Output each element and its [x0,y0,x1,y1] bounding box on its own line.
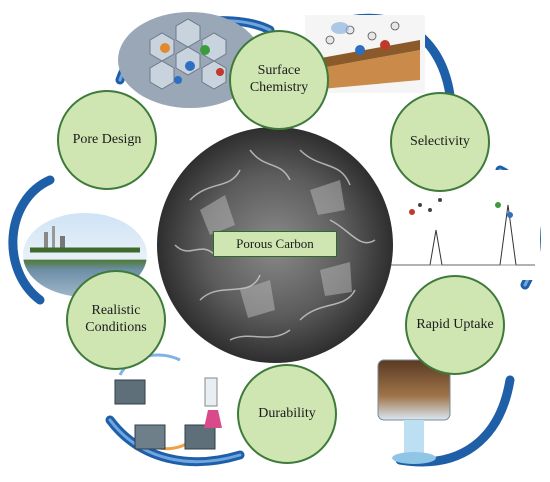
node-label: Selectivity [410,133,470,149]
node-label: Rapid Uptake [416,316,494,332]
node-rapid-uptake: Rapid Uptake [405,275,505,375]
arrow-highlight [108,418,242,464]
center-label-text: Porous Carbon [236,236,314,251]
node-label: Realistic Conditions [85,303,147,335]
node-selectivity: Selectivity [390,92,490,192]
node-label: Surface Chemistry [249,63,309,95]
node-surface-chemistry: Surface Chemistry [229,30,329,130]
node-label: Durability [258,405,316,421]
carbon-lattice-image [118,12,262,108]
molecular-structure-image [305,15,425,93]
node-realistic-conditions: Realistic Conditions [66,270,166,370]
water-filter-image [377,359,451,464]
node-durability: Durability [237,364,337,464]
center-label: Porous Carbon [213,231,337,257]
node-label: Pore Design [72,131,142,147]
arrow-realistic-to-pore [8,175,55,305]
node-pore-design: Pore Design [57,90,157,190]
recycling-cycle-image [114,353,222,451]
